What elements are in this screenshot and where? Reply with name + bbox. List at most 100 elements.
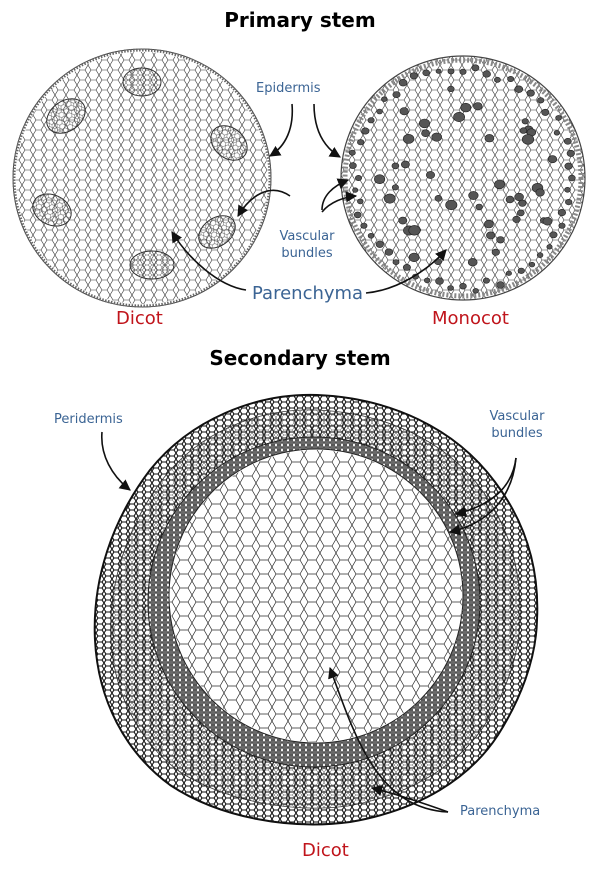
monocot-vascular-bundle <box>555 115 562 121</box>
monocot-vascular-bundle <box>514 85 524 93</box>
dicot-vascular-bundles <box>32 67 248 280</box>
monocot-vascular-bundle <box>357 139 365 146</box>
secondary-stem-title: Secondary stem <box>209 346 391 370</box>
primary-vascular-label-line2: bundles <box>281 246 333 261</box>
epidermis-arrow-to-dicot <box>269 103 294 157</box>
monocot-vascular-bundle <box>518 199 527 207</box>
monocot-vascular-bundle <box>392 91 401 98</box>
monocot-vascular-bundle <box>418 118 430 129</box>
monocot-vascular-bundle <box>537 97 545 104</box>
monocot-vascular-bundle <box>425 171 435 179</box>
primary-monocot-caption: Monocot <box>432 308 509 329</box>
monocot-vascular-bundle <box>447 68 455 75</box>
monocot-vascular-bundle <box>493 76 501 83</box>
primary-dicot-cross-section <box>12 48 272 308</box>
monocot-vascular-bundle <box>398 78 408 87</box>
primary-arrows <box>171 103 447 294</box>
secondary-vascular-bundles-label: Vascular bundles <box>484 408 550 442</box>
primary-dicot-caption: Dicot <box>116 308 163 329</box>
monocot-vascular-bundle <box>348 149 356 156</box>
monocot-vascular-bundle <box>375 240 384 248</box>
vascular-arrow-to-monocot-1 <box>321 178 350 211</box>
monocot-vascular-bundle <box>505 270 512 276</box>
monocot-vascular-bundle <box>354 175 362 182</box>
monocot-vascular-bundle <box>447 285 454 291</box>
monocot-vascular-bundle <box>453 112 465 123</box>
monocot-vascular-bundle <box>517 267 525 274</box>
monocot-vascular-bundle <box>519 127 528 134</box>
monocot-vascular-bundle <box>434 195 443 202</box>
monocot-vascular-bundle <box>512 215 521 223</box>
secondary-dicot-cross-section <box>93 393 539 826</box>
primary-parenchyma-label: Parenchyma <box>252 283 364 304</box>
monocot-vascular-bundle <box>384 248 394 256</box>
monocot-vascular-bundle <box>564 187 571 193</box>
monocot-vascular-bundle <box>399 107 409 116</box>
monocot-vascular-bundle <box>398 216 408 225</box>
monocot-vascular-bundle <box>360 222 368 229</box>
monocot-vascular-bundle <box>496 236 505 244</box>
vascular-arrow-to-dicot <box>237 189 291 217</box>
monocot-vascular-bundle <box>431 132 443 142</box>
monocot-vascular-bundle <box>435 68 442 74</box>
parenchyma-arrow-to-dicot <box>171 231 247 291</box>
monocot-vascular-bundle <box>546 244 553 250</box>
vascular-arrow-to-monocot-2 <box>321 191 358 213</box>
monocot-vascular-bundle <box>357 198 364 205</box>
monocot-vascular-bundle <box>568 174 576 182</box>
monocot-vascular-bundle <box>422 69 431 77</box>
monocot-vascular-bundle <box>374 174 386 184</box>
monocot-vascular-bundle <box>483 219 494 229</box>
monocot-vascular-bundle <box>514 192 524 202</box>
monocot-vascular-bundle <box>383 193 396 204</box>
epidermis-label: Epidermis <box>256 81 321 96</box>
monocot-vascular-bundle <box>536 252 544 258</box>
monocot-vascular-bundle <box>565 199 573 206</box>
monocot-vascular-bundle <box>521 118 529 125</box>
primary-stem-title: Primary stem <box>224 8 376 32</box>
monocot-vascular-bundle <box>392 259 400 265</box>
monocot-scattered-vascular-bundles <box>348 64 576 294</box>
monocot-vascular-bundle <box>482 277 490 284</box>
monocot-vascular-bundle <box>402 263 411 271</box>
monocot-vascular-bundle <box>471 64 480 72</box>
secondary-vascular-label-line1: Vascular <box>489 409 545 424</box>
monocot-vascular-bundle <box>507 76 515 83</box>
monocot-vascular-bundle <box>535 188 545 197</box>
secondary-arrows <box>101 431 517 813</box>
monocot-vascular-bundle <box>421 129 430 137</box>
monocot-vascular-bundle <box>376 108 383 115</box>
monocot-vascular-bundle <box>435 277 444 285</box>
peridermis-arrow <box>101 431 131 491</box>
monocot-vascular-bundle <box>408 252 420 262</box>
monocot-vascular-bundle <box>549 231 558 239</box>
parenchyma-arrow-to-pith <box>328 666 449 813</box>
monocot-vascular-bundle <box>467 258 478 267</box>
monocot-vascular-bundle <box>424 277 431 284</box>
secondary-dicot-caption: Dicot <box>302 840 349 861</box>
peridermis-label: Peridermis <box>54 412 123 427</box>
monocot-vascular-bundle <box>542 217 553 226</box>
monocot-vascular-bundle <box>460 102 472 113</box>
monocot-vascular-bundle <box>491 248 500 256</box>
monocot-vascular-bundle <box>563 138 572 145</box>
monocot-vascular-bundle <box>564 162 573 170</box>
monocot-vascular-bundle <box>409 72 419 80</box>
monocot-vascular-bundle <box>526 89 535 97</box>
monocot-vascular-bundle <box>557 209 567 217</box>
primary-vascular-bundles-label: Vascular bundles <box>276 228 338 262</box>
secondary-parenchyma-label: Parenchyma <box>460 804 541 819</box>
epidermis-arrow-to-monocot <box>313 103 341 158</box>
monocot-vascular-bundle <box>558 222 566 229</box>
monocot-vascular-bundle <box>475 203 483 211</box>
monocot-vascular-bundle <box>496 281 505 289</box>
monocot-vascular-bundle <box>486 231 496 240</box>
primary-vascular-label-line1: Vascular <box>279 229 335 244</box>
monocot-vascular-bundle <box>472 288 479 294</box>
vascular-arrow-2 <box>448 457 517 536</box>
monocot-vascular-bundle <box>408 225 421 236</box>
monocot-vascular-bundle <box>391 184 399 191</box>
monocot-vascular-bundle <box>541 108 550 116</box>
